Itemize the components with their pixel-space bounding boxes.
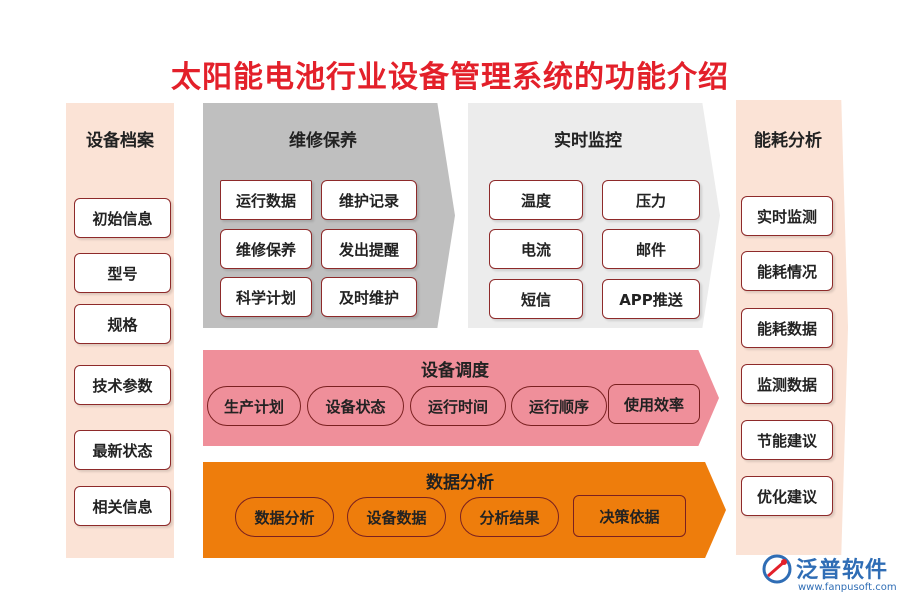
- dispatch-item[interactable]: 使用效率: [608, 384, 700, 424]
- monitor-item[interactable]: 电流: [489, 229, 583, 269]
- page-title: 太阳能电池行业设备管理系统的功能介绍: [171, 60, 729, 95]
- brand-logo: 泛普软件 www.fanpusoft.com: [762, 552, 897, 596]
- dispatch-item[interactable]: 运行顺序: [511, 386, 607, 426]
- dispatch-item[interactable]: 设备状态: [307, 386, 404, 426]
- archive-item[interactable]: 技术参数: [74, 365, 171, 405]
- archive-header: 设备档案: [86, 131, 154, 151]
- dispatch-item[interactable]: 运行时间: [410, 386, 506, 426]
- repair-item[interactable]: 运行数据: [220, 180, 312, 220]
- dispatch-item[interactable]: 生产计划: [207, 386, 301, 426]
- energy-header: 能耗分析: [754, 131, 822, 151]
- energy-item[interactable]: 实时监测: [741, 196, 833, 236]
- energy-item[interactable]: 能耗情况: [741, 251, 833, 291]
- repair-item[interactable]: 发出提醒: [321, 229, 417, 269]
- monitor-item[interactable]: 压力: [602, 180, 700, 220]
- analysis-header: 数据分析: [426, 473, 494, 493]
- brand-name: 泛普软件: [796, 558, 889, 583]
- monitor-item[interactable]: 温度: [489, 180, 583, 220]
- energy-item[interactable]: 优化建议: [741, 476, 833, 516]
- monitor-item[interactable]: 短信: [489, 279, 583, 319]
- monitor-item[interactable]: 邮件: [602, 229, 700, 269]
- repair-item[interactable]: 及时维护: [321, 277, 417, 317]
- analysis-item[interactable]: 数据分析: [235, 497, 334, 537]
- repair-header: 维修保养: [289, 131, 357, 151]
- energy-item[interactable]: 监测数据: [741, 364, 833, 404]
- brand-url: www.fanpusoft.com: [798, 582, 897, 593]
- archive-item[interactable]: 相关信息: [74, 486, 171, 526]
- repair-item[interactable]: 维护记录: [321, 180, 417, 220]
- archive-item[interactable]: 型号: [74, 253, 171, 293]
- analysis-item[interactable]: 设备数据: [347, 497, 446, 537]
- repair-item[interactable]: 维修保养: [220, 229, 312, 269]
- archive-item[interactable]: 规格: [74, 304, 171, 344]
- monitor-header: 实时监控: [554, 131, 622, 151]
- repair-item[interactable]: 科学计划: [220, 277, 312, 317]
- energy-item[interactable]: 能耗数据: [741, 308, 833, 348]
- analysis-item[interactable]: 分析结果: [460, 497, 559, 537]
- dispatch-header: 设备调度: [421, 361, 489, 381]
- archive-item[interactable]: 初始信息: [74, 198, 171, 238]
- analysis-item[interactable]: 决策依据: [573, 495, 686, 537]
- energy-item[interactable]: 节能建议: [741, 420, 833, 460]
- archive-item[interactable]: 最新状态: [74, 430, 171, 470]
- monitor-item[interactable]: APP推送: [602, 279, 700, 319]
- brand-mark-icon: [762, 554, 792, 584]
